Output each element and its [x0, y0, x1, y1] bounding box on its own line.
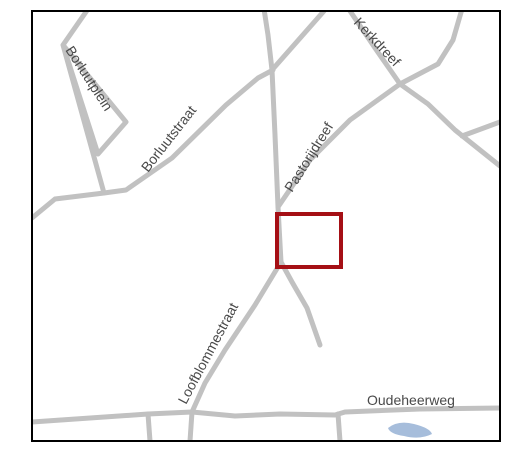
road-network — [32, 11, 500, 441]
label-pastorijdreef: Pastorijdreef — [281, 119, 336, 194]
road-bottom-spur-2 — [335, 411, 343, 441]
road-loofblommestraat — [187, 259, 284, 441]
label-loofblommestraat: Loofblommestraat — [175, 300, 242, 407]
road-east-spur — [459, 119, 500, 139]
road-top-connector — [269, 11, 327, 73]
location-marker — [275, 212, 343, 269]
road-pastorijdreef — [275, 81, 403, 210]
water-pond — [388, 422, 432, 438]
road-borluutplein — [60, 11, 129, 196]
road-oudeheerweg — [32, 405, 500, 425]
road-marker-branch — [278, 259, 323, 348]
label-kerkdreef: Kerkdreef — [351, 14, 404, 69]
map-frame — [31, 10, 501, 442]
road-northeast — [397, 11, 465, 87]
road-bottom-spur-1 — [145, 411, 153, 441]
label-oudeheerweg: Oudeheerweg — [367, 392, 455, 408]
road-borluutstraat — [32, 67, 276, 221]
